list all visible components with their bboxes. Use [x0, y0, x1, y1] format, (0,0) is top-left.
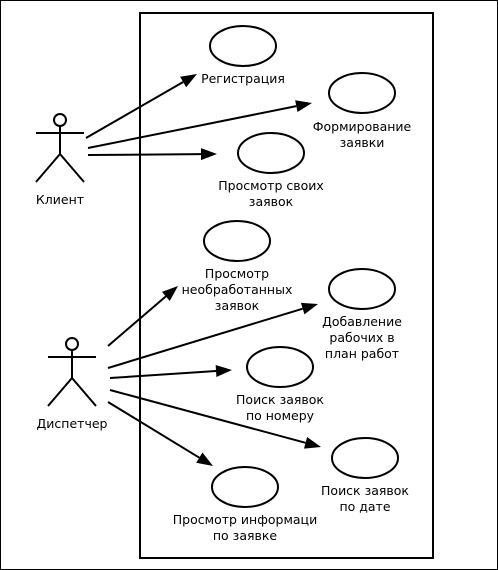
actor-right-leg: [59, 153, 85, 183]
association-line: [85, 81, 184, 139]
use-case-label-line: заявки: [340, 135, 385, 150]
actor-head: [65, 337, 79, 351]
use-case-label-line: необработанных: [182, 282, 293, 297]
use-case-label-line: заявок: [249, 194, 294, 209]
use-case-label-line: рабочих в: [329, 330, 394, 345]
arrowhead: [295, 100, 312, 113]
use-case-label-line: заявок: [215, 298, 260, 313]
actor-left-leg: [35, 153, 61, 183]
use-case-ellipse: [237, 132, 305, 174]
use-case-label: Регистрация: [201, 71, 285, 86]
associations: [85, 74, 321, 466]
use-case-label-line: по дате: [339, 499, 390, 514]
actor-right-leg: [71, 377, 97, 407]
association-dispatcher-search-by-date: [109, 389, 321, 449]
use-case-label-line: Поиск заявок: [236, 392, 324, 407]
use-case-label-line: Регистрация: [201, 71, 285, 86]
association-line: [107, 401, 200, 459]
use-case-ellipse: [209, 25, 277, 67]
use-case-label-line: Просмотр информаци: [173, 512, 317, 527]
use-case-label-line: по номеру: [246, 408, 315, 423]
association-line: [87, 153, 202, 156]
association-line: [109, 370, 217, 379]
arrowhead: [180, 74, 197, 88]
use-case-label-line: Формирование: [313, 119, 412, 134]
actor-left-leg: [47, 377, 73, 407]
association-line: [107, 295, 167, 347]
use-case-label-line: план работ: [325, 346, 399, 361]
use-case-ellipse: [328, 268, 396, 310]
use-case-label-line: Поиск заявок: [321, 483, 409, 498]
use-case-ellipse: [246, 346, 314, 388]
arrowhead: [300, 302, 318, 315]
association-client-view-own-requests: [87, 148, 217, 161]
actor-dispatcher: Диспетчер: [37, 337, 108, 431]
arrowhead: [196, 452, 213, 466]
association-client-registration: [85, 74, 197, 139]
use-case-label-line: по заявке: [213, 528, 278, 543]
arrowhead: [200, 148, 217, 161]
association-client-create-request: [87, 100, 312, 149]
arrowhead: [161, 286, 178, 301]
use-case-label-line: Добавление: [322, 314, 402, 329]
association-dispatcher-search-by-number: [109, 365, 232, 379]
actor-head: [53, 113, 67, 127]
use-case-ellipse: [331, 437, 399, 479]
use-case-ellipse: [328, 72, 396, 114]
actor-client: Клиент: [35, 113, 85, 207]
association-line: [109, 389, 306, 444]
use-case-label-line: Просмотр своих: [218, 178, 324, 193]
use-case-registration: Регистрация: [201, 25, 285, 86]
actor-label: Диспетчер: [37, 416, 108, 431]
association-line: [107, 307, 303, 369]
use-case-ellipse: [211, 466, 279, 508]
arrowhead: [215, 365, 232, 378]
association-dispatcher-view-unprocessed: [107, 286, 178, 347]
association-dispatcher-view-request-info: [107, 401, 213, 466]
association-dispatcher-add-workers: [107, 302, 318, 369]
system-boundary: [139, 12, 434, 559]
use-case-label-line: Просмотр: [205, 266, 269, 281]
association-line: [87, 105, 297, 149]
arrowhead: [303, 437, 321, 449]
use-case-ellipse: [203, 220, 271, 262]
actor-label: Клиент: [36, 192, 84, 207]
